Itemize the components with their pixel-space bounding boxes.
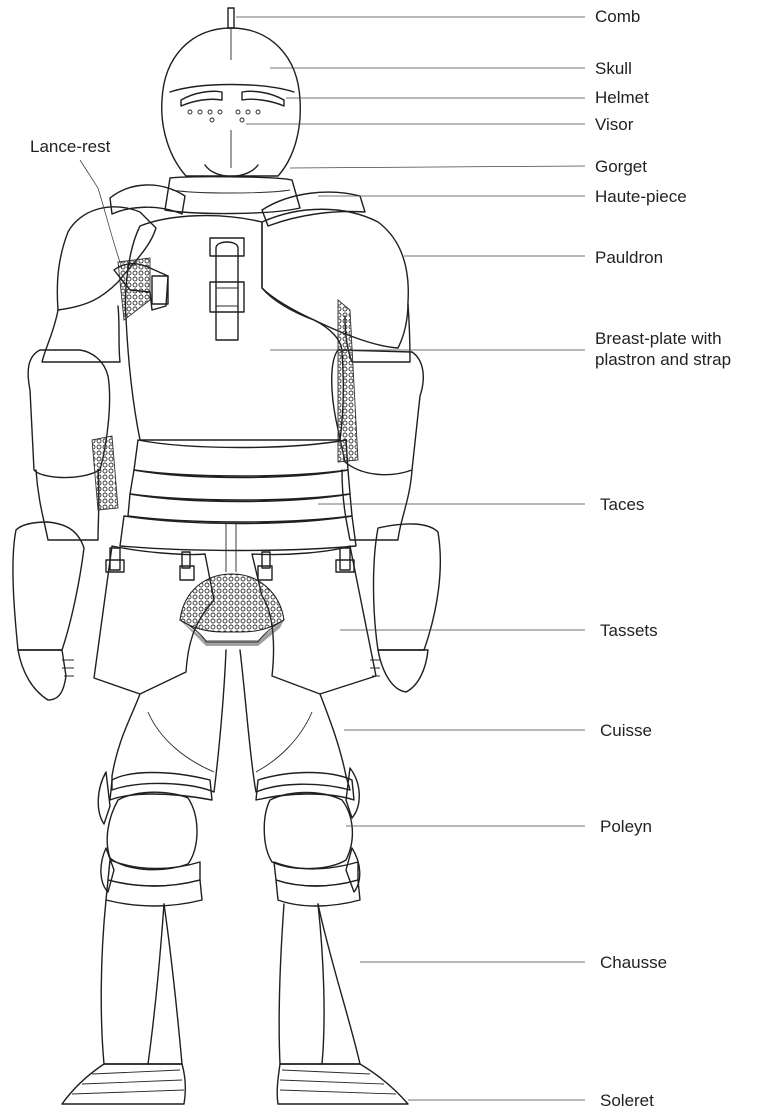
leader-lines: [80, 17, 585, 1100]
label-skull: Skull: [595, 58, 632, 79]
label-soleret: Soleret: [600, 1090, 654, 1111]
legs-drawing: [98, 650, 360, 1064]
leader-gorget: [290, 166, 585, 168]
label-tassets: Tassets: [600, 620, 658, 641]
label-breast-plate: Breast-plate with plastron and strap: [595, 328, 731, 370]
label-lance-rest: Lance-rest: [30, 136, 110, 157]
mail-skirt-drawing: [180, 574, 284, 646]
visor-breaths: [188, 110, 260, 122]
label-poleyn: Poleyn: [600, 816, 652, 837]
breast-plate-drawing: [126, 216, 344, 440]
label-comb: Comb: [595, 6, 640, 27]
gorget-drawing: [165, 177, 300, 214]
label-pauldron: Pauldron: [595, 247, 663, 268]
helmet-drawing: [162, 8, 301, 176]
label-visor: Visor: [595, 114, 633, 135]
label-gorget: Gorget: [595, 156, 647, 177]
label-cuisse: Cuisse: [600, 720, 652, 741]
label-helmet: Helmet: [595, 87, 649, 108]
label-chausse: Chausse: [600, 952, 667, 973]
solerets-drawing: [62, 1064, 408, 1104]
label-taces: Taces: [600, 494, 644, 515]
label-haute-piece: Haute-piece: [595, 186, 687, 207]
